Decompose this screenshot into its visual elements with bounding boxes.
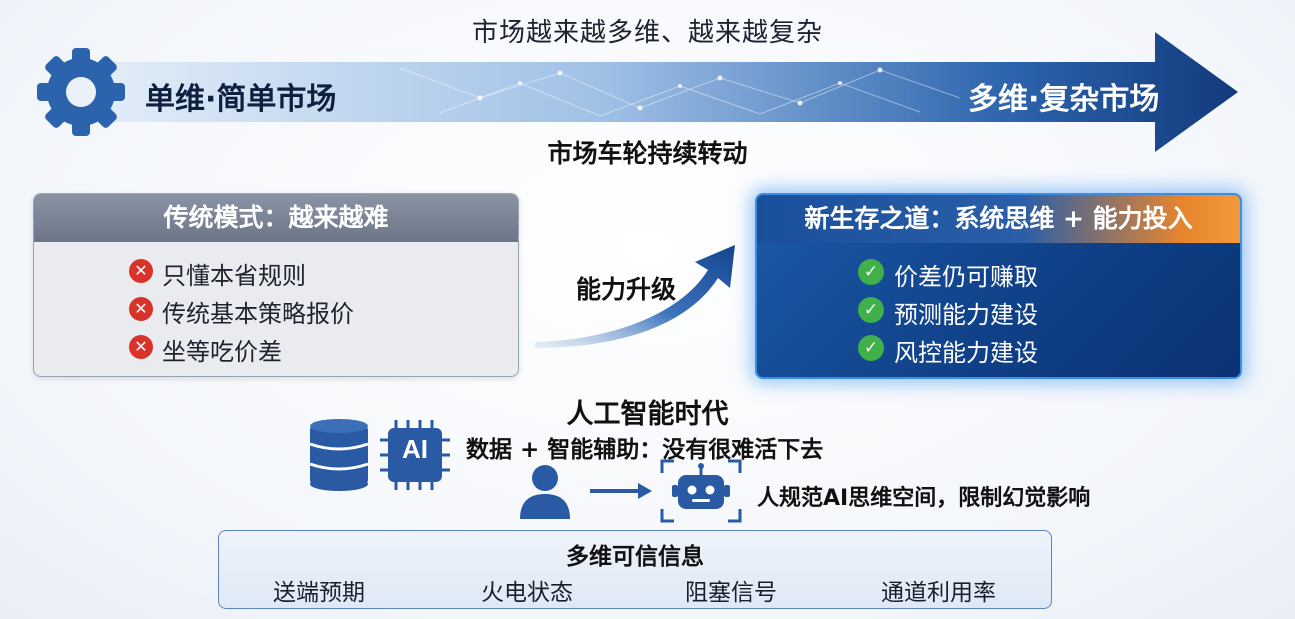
ai-era-subtitle: 数据 + 智能辅助：没有很难活下去	[466, 437, 824, 463]
ai-note: 人规范AI思维空间，限制幻觉影响	[757, 486, 1091, 511]
new-way-item-label: 价差仍可赚取	[894, 263, 1038, 291]
new-way-item: ✓ 价差仍可赚取	[858, 257, 1038, 292]
traditional-item-label: 坐等吃价差	[162, 338, 282, 366]
left-market-label: 单维·简单市场	[145, 82, 337, 117]
traditional-item-label: 只懂本省规则	[162, 262, 306, 290]
upgrade-label: 能力升级	[576, 275, 677, 304]
upgrade-arrow	[535, 245, 735, 348]
multi-info-box: 多维可信信息 送端预期 火电状态 阻塞信号 通道利用率	[218, 530, 1052, 609]
market-arrow	[37, 32, 1238, 152]
traditional-item: ✕ 传统基本策略报价	[129, 294, 354, 329]
x-icon: ✕	[129, 259, 153, 283]
gear-icon	[37, 48, 125, 136]
x-icon: ✕	[129, 297, 153, 321]
traditional-mode-title: 传统模式：越来越难	[34, 194, 518, 242]
traditional-item: ✕ 坐等吃价差	[129, 332, 282, 367]
wheel-caption: 市场车轮持续转动	[547, 139, 748, 168]
new-survival-title: 新生存之道：系统思维 + 能力投入	[757, 195, 1240, 243]
new-way-item-label: 预测能力建设	[894, 301, 1038, 329]
info-item: 送端预期	[273, 580, 365, 606]
person-icon	[520, 465, 570, 519]
new-survival-box: 新生存之道：系统思维 + 能力投入 ✓ 价差仍可赚取 ✓ 预测能力建设 ✓ 风控…	[755, 193, 1242, 379]
ai-era-title: 人工智能时代	[566, 399, 729, 430]
top-title: 市场越来越多维、越来越复杂	[471, 18, 823, 48]
ai-chip-icon	[380, 420, 450, 490]
new-way-item-label: 风控能力建设	[894, 339, 1038, 367]
ai-chip-label: AI	[402, 434, 428, 464]
check-icon: ✓	[858, 335, 884, 361]
traditional-item-label: 传统基本策略报价	[162, 300, 354, 328]
arrow-right-icon	[590, 483, 652, 499]
new-way-item: ✓ 预测能力建设	[858, 295, 1038, 330]
right-market-label: 多维·复杂市场	[968, 82, 1160, 117]
info-item: 通道利用率	[881, 580, 996, 606]
robot-icon	[660, 459, 742, 523]
info-item: 阻塞信号	[685, 580, 777, 606]
x-icon: ✕	[129, 335, 153, 359]
database-icon	[309, 419, 369, 491]
check-icon: ✓	[858, 259, 884, 285]
check-icon: ✓	[858, 297, 884, 323]
traditional-item: ✕ 只懂本省规则	[129, 256, 306, 291]
info-item: 火电状态	[481, 580, 573, 606]
traditional-mode-box: 传统模式：越来越难 ✕ 只懂本省规则 ✕ 传统基本策略报价 ✕ 坐等吃价差	[33, 193, 519, 377]
multi-info-title: 多维可信信息	[566, 544, 704, 570]
new-way-item: ✓ 风控能力建设	[858, 333, 1038, 368]
